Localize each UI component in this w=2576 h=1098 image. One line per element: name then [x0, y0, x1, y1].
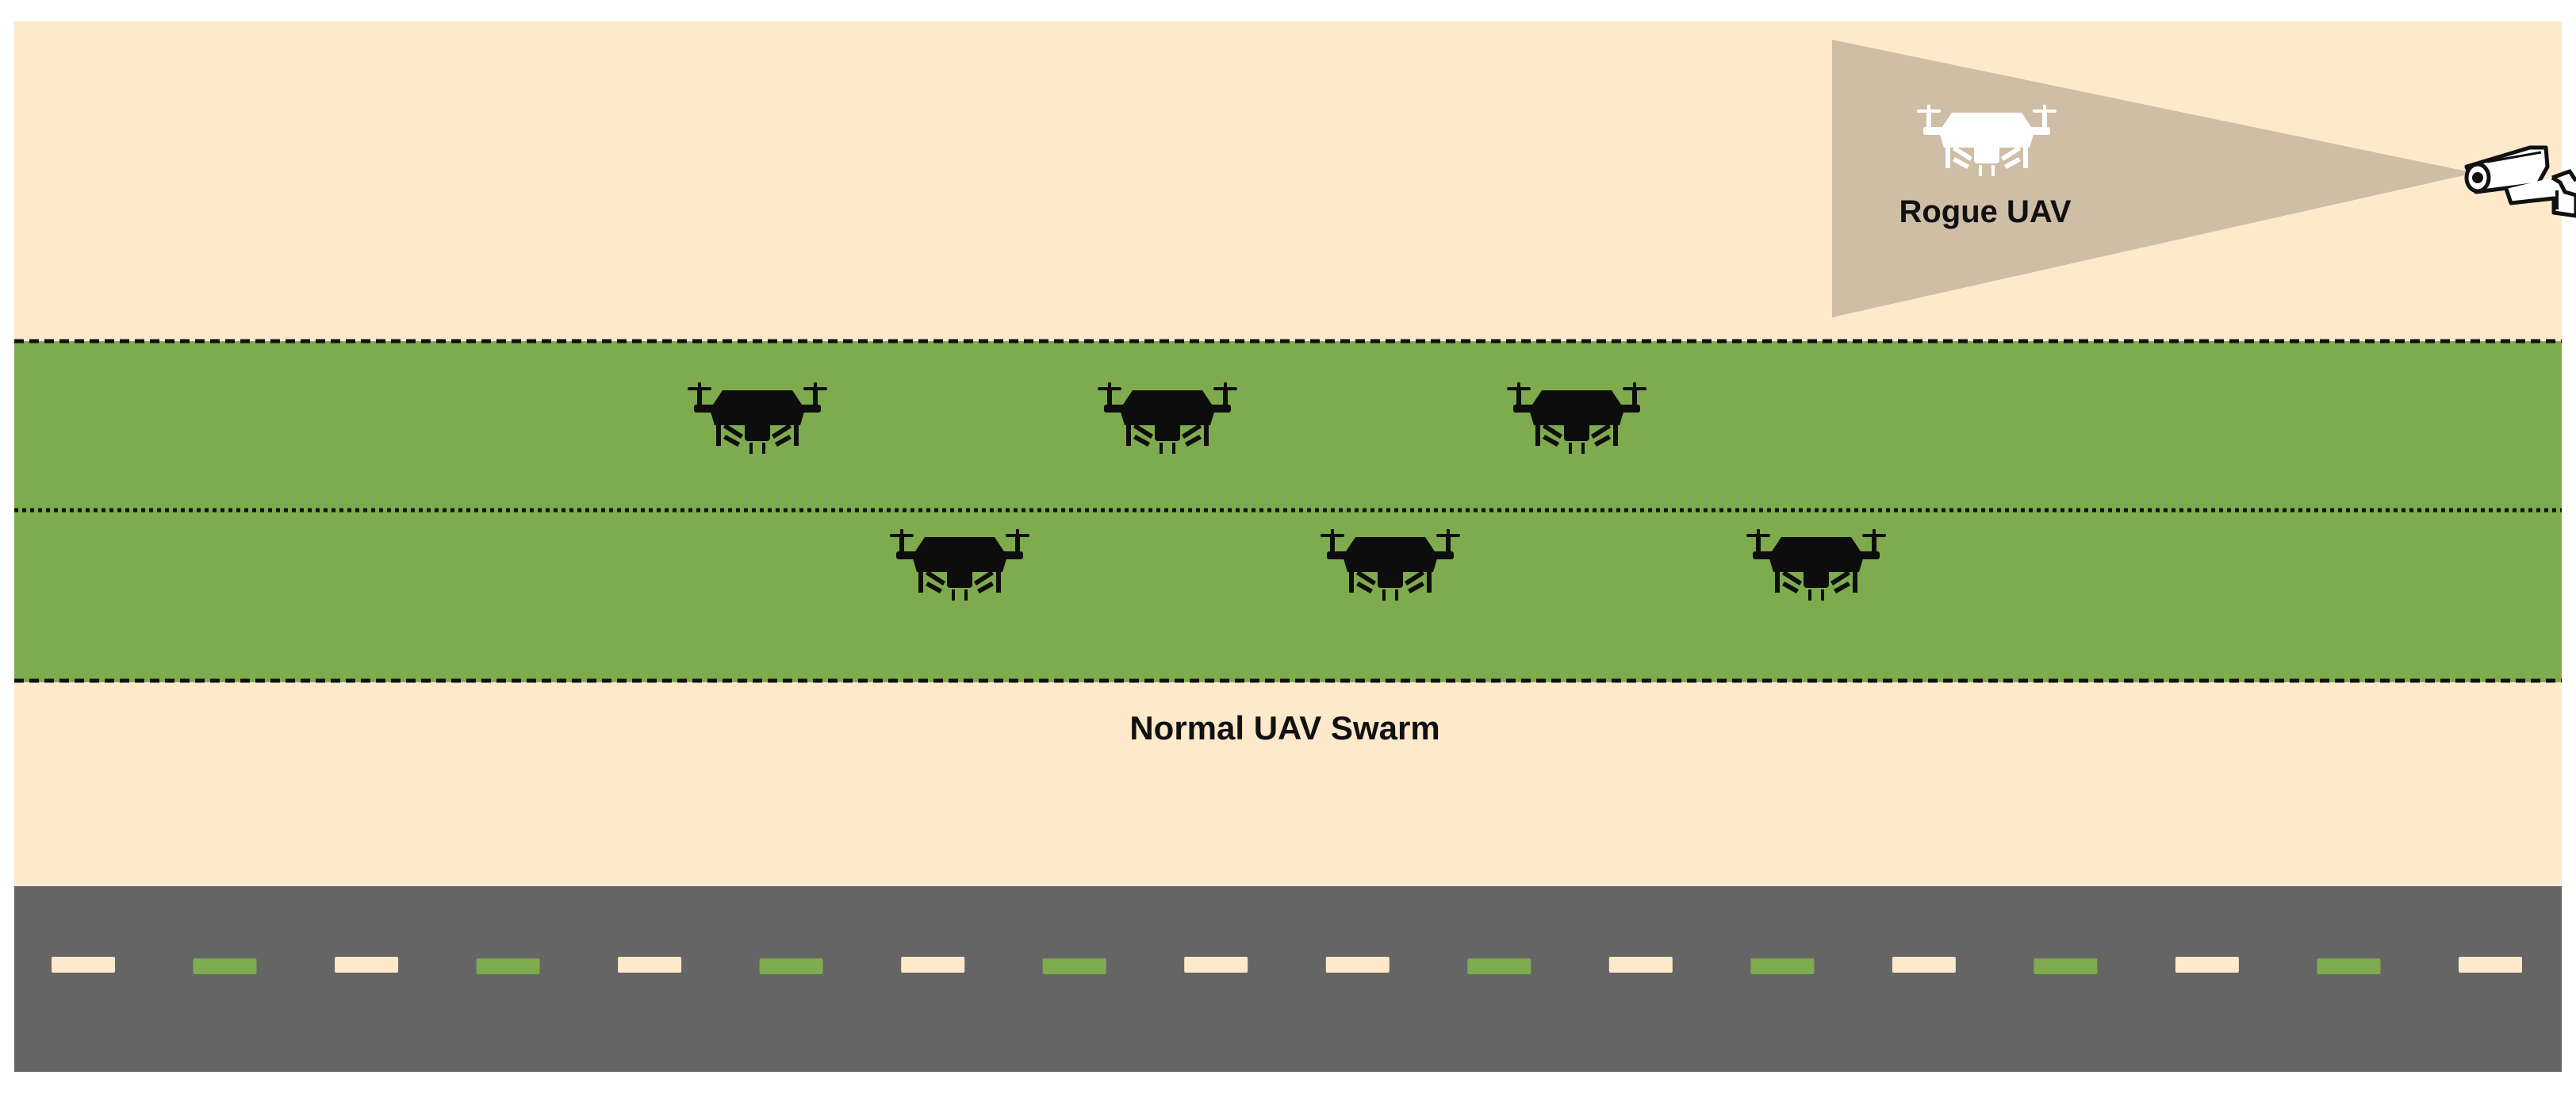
road-dash-green	[476, 958, 540, 974]
road-dash-cream	[52, 957, 115, 973]
road-dash-cream	[1892, 957, 1956, 973]
road-dash-cream	[1608, 957, 1673, 973]
normal-uav-swarm-label: Normal UAV Swarm	[1129, 709, 1439, 747]
road-markings	[52, 957, 2522, 974]
road-dash-green	[1467, 958, 1531, 974]
swarm-corridor	[14, 341, 2562, 682]
road-dash-cream	[335, 957, 399, 973]
road-dash-green	[193, 958, 257, 974]
road-dash-green	[1750, 958, 1815, 974]
road-dash-cream	[2175, 957, 2239, 973]
road-dash-cream	[618, 957, 682, 973]
road	[14, 886, 2562, 1072]
road-dash-cream	[1184, 957, 1248, 973]
surveillance-camera-icon	[2464, 145, 2576, 218]
road-dash-cream	[1325, 957, 1390, 973]
camera-view-cone	[1832, 40, 2474, 317]
road-dash-green	[2034, 958, 2098, 974]
rogue-uav-label: Rogue UAV	[1899, 194, 2071, 229]
road-dash-green	[1042, 958, 1106, 974]
road-dash-green	[2317, 958, 2381, 974]
road-dash-cream	[901, 957, 965, 973]
road-dash-cream	[2459, 957, 2522, 973]
road-dash-green	[759, 958, 823, 974]
